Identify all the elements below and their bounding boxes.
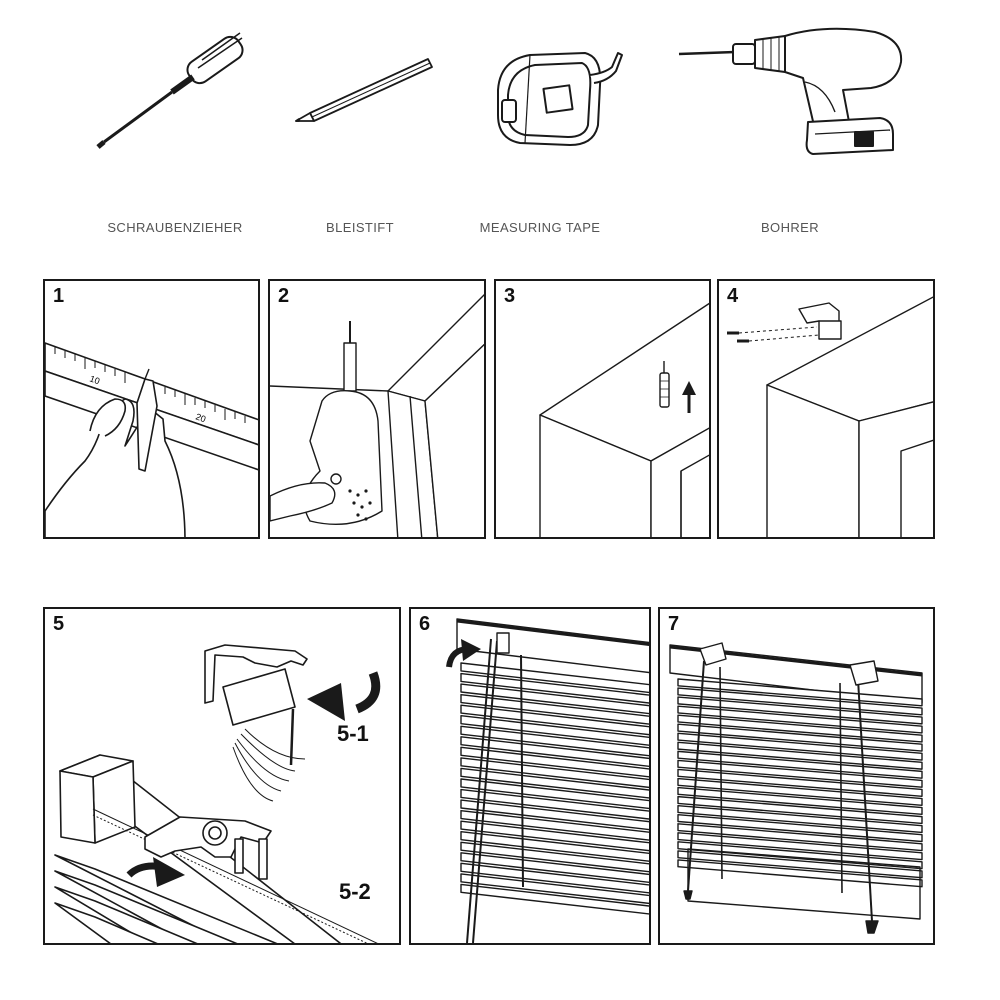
slat [677,832,923,861]
measuring-tape-illustration [490,45,630,155]
slat [677,859,923,888]
slat [460,662,649,694]
step-6-panel: 6 [409,607,651,945]
step-5-illustration [54,644,381,943]
measuring-tape-icon [497,52,623,146]
screwdriver-illustration [90,30,260,160]
tool-label-measuring-tape: MEASURING TAPE [479,220,601,235]
slat [460,757,649,789]
slat [460,672,649,704]
step-2-panel: 2 [268,279,486,539]
ruler-mark-10: 10 [88,373,101,386]
step-7-illustration [669,642,923,934]
step-1-panel: 1 10 20 [43,279,260,539]
slat [460,862,649,894]
step-number: 7 [668,613,680,635]
step-number: 2 [278,285,290,307]
step-2-illustration [270,294,484,537]
slat [460,831,649,862]
step-3-illustration [539,302,709,537]
step-number: 6 [419,613,431,635]
drill-icon [678,27,903,155]
step-7-panel: 7 [658,607,935,945]
tool-label-pencil: BLEISTIFT [326,220,394,235]
pencil-icon [295,58,433,122]
drill-illustration [675,22,915,172]
slat [460,788,649,820]
step-4-panel: 4 [717,279,935,539]
step-number: 1 [53,285,65,307]
slat [460,704,649,736]
step-6-illustration [446,618,649,943]
step-5-2-label: 5-2 [339,879,371,904]
slat [460,683,649,715]
ruler-mark-20: 20 [194,411,207,424]
step-1-illustration: 10 20 [45,342,258,537]
blind-slats [460,662,649,915]
slat [460,883,649,915]
slat [460,841,649,873]
tool-label-drill: BOHRER [760,220,820,235]
slat [460,746,649,778]
slat [460,715,649,746]
step-number: 5 [53,613,65,635]
step-5-panel: 5 5-1 5-2 [43,607,401,945]
slat [460,736,649,767]
step-5-1-label: 5-1 [337,721,369,746]
slat [460,809,649,841]
pencil-illustration [290,55,440,125]
slat [677,823,923,852]
tool-label-screwdriver: SCHRAUBENZIEHER [107,220,243,235]
slat [460,799,649,831]
step-number: 4 [727,285,739,307]
blind-slats [677,678,923,888]
slat [460,778,649,810]
slat [460,820,649,852]
step-4-illustration [727,296,933,537]
step-3-panel: 3 [494,279,711,539]
slat [677,850,923,879]
slat [460,767,649,799]
step-number: 3 [504,285,516,307]
slat [460,693,649,725]
slat [460,873,649,905]
screwdriver-icon [96,32,244,149]
slat [460,852,649,883]
slat [460,725,649,757]
